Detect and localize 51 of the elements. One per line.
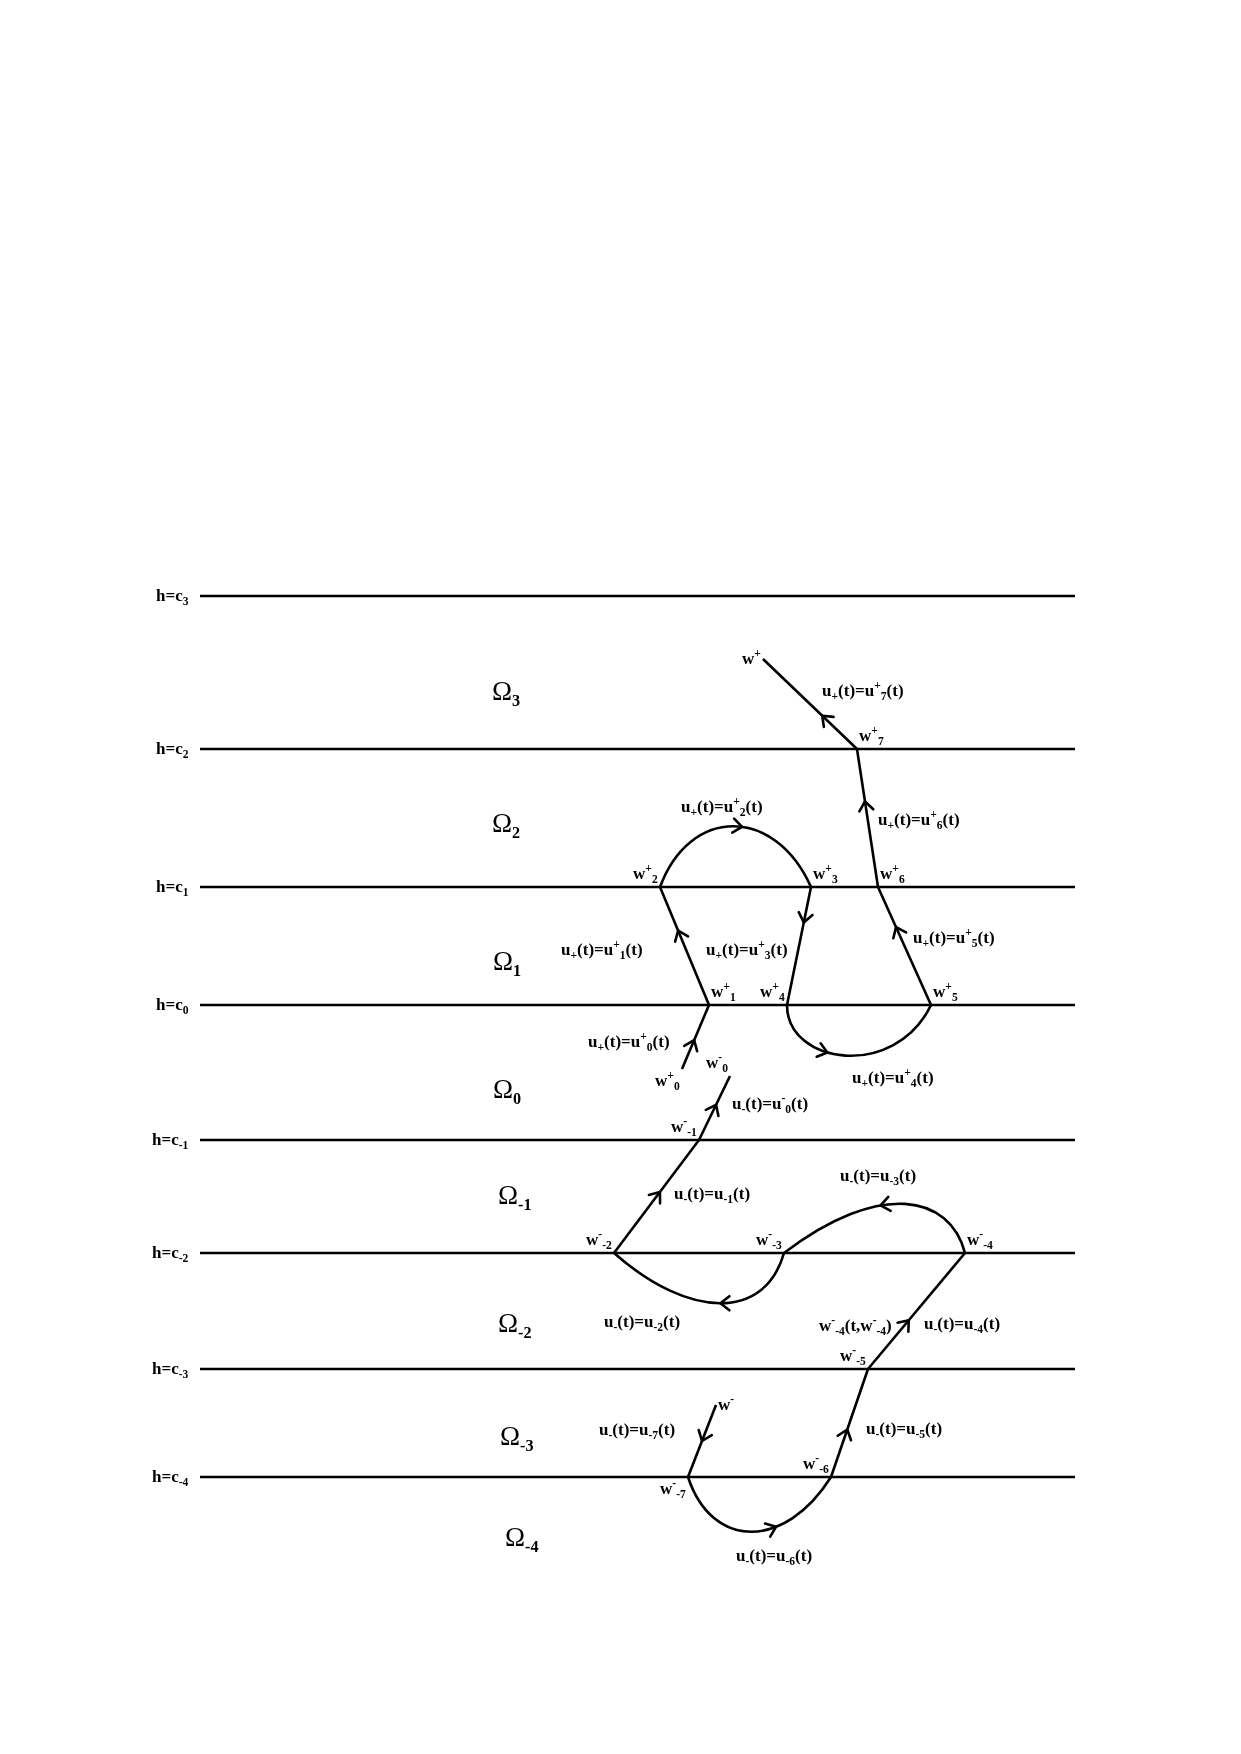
edge-label: u$_{-}$(t)=u$_{-4}$(t) [923, 1313, 1002, 1337]
region-label: Ω$_{-2}$ [497, 1307, 533, 1342]
level-label: h=c$_{-3}$ [151, 1357, 190, 1382]
edge-label: u$_{+}$(t)=u$^{+}$$_{6}$(t) [877, 808, 961, 833]
region-label: Ω$_{1}$ [492, 945, 523, 980]
curved-arrow [658, 817, 813, 888]
curved-arrow [785, 1004, 933, 1058]
edge-label: u$_{+}$(t)=u$^{+}$$_{2}$(t) [680, 795, 764, 820]
curved-arrow [686, 1476, 833, 1538]
level-label: h=c$_{2}$ [155, 737, 190, 762]
curved-arrow [783, 1195, 967, 1255]
arrow [829, 1368, 870, 1478]
region-label: Ω$_{-4}$ [504, 1521, 540, 1556]
edge-label: u$_{+}$(t)=u$^{+}$$_{5}$(t) [912, 926, 996, 951]
point-label: w$^{+}$ [740, 646, 763, 672]
edge-label: u$_{-}$(t)=u$_{-3}$(t) [839, 1165, 918, 1189]
region-label: Ω$_{2}$ [491, 807, 522, 842]
point-label: w$^{-}$ [716, 1392, 737, 1418]
level-label: h=c$_{-4}$ [151, 1465, 190, 1490]
edge-label: u$_{+}$(t)=u$^{+}$$_{3}$(t) [705, 938, 789, 963]
arrow [680, 1004, 711, 1070]
arrow [785, 886, 814, 1006]
edge-label: u$_{-}$(t)=u$_{-5}$(t) [865, 1418, 944, 1442]
edge-label: u$_{+}$(t)=u$^{+}$$_{4}$(t) [851, 1066, 935, 1091]
curved-arrow [613, 1252, 786, 1312]
edge-label: u$_{-}$(t)=u$_{-1}$(t) [673, 1183, 752, 1207]
level-label: h=c$_{0}$ [155, 993, 190, 1018]
level-label: h=c$_{1}$ [155, 875, 190, 900]
edge-label: u$_{-}$(t)=u$^{-}$$_{0}$(t) [731, 1092, 810, 1117]
level-label: h=c$_{-2}$ [151, 1241, 190, 1266]
edge-label: u$_{+}$(t)=u$^{+}$$_{1}$(t) [560, 938, 644, 963]
arrow [658, 886, 711, 1006]
arrow [686, 1404, 718, 1478]
edge-label: u$_{-}$(t)=u$_{-6}$(t) [735, 1545, 814, 1569]
region-label: Ω$_{-3}$ [499, 1420, 535, 1455]
arrow [612, 1139, 701, 1254]
region-label: Ω$_{3}$ [491, 675, 522, 710]
region-label: Ω$_{-1}$ [497, 1179, 533, 1214]
level-label: h=c$_{-1}$ [151, 1128, 190, 1153]
arrow [762, 658, 858, 750]
level-label: h=c$_{3}$ [155, 584, 190, 609]
region-label: Ω$_{0}$ [492, 1073, 523, 1108]
trajectory-label: w$^{-}$$_{-4}$(t,w$^{-}$$_{-4}$) [818, 1314, 893, 1339]
arrow [867, 1252, 966, 1370]
arrow [876, 886, 933, 1006]
edge-label: u$_{-}$(t)=u$_{-2}$(t) [603, 1311, 682, 1335]
edge-label: u$_{-}$(t)=u$_{-7}$(t) [598, 1419, 677, 1443]
arrow [697, 1075, 732, 1141]
arrow [855, 748, 880, 888]
edge-label: u$_{+}$(t)=u$^{+}$$_{7}$(t) [821, 679, 905, 704]
edge-label: u$_{+}$(t)=u$^{+}$$_{0}$(t) [587, 1030, 671, 1055]
